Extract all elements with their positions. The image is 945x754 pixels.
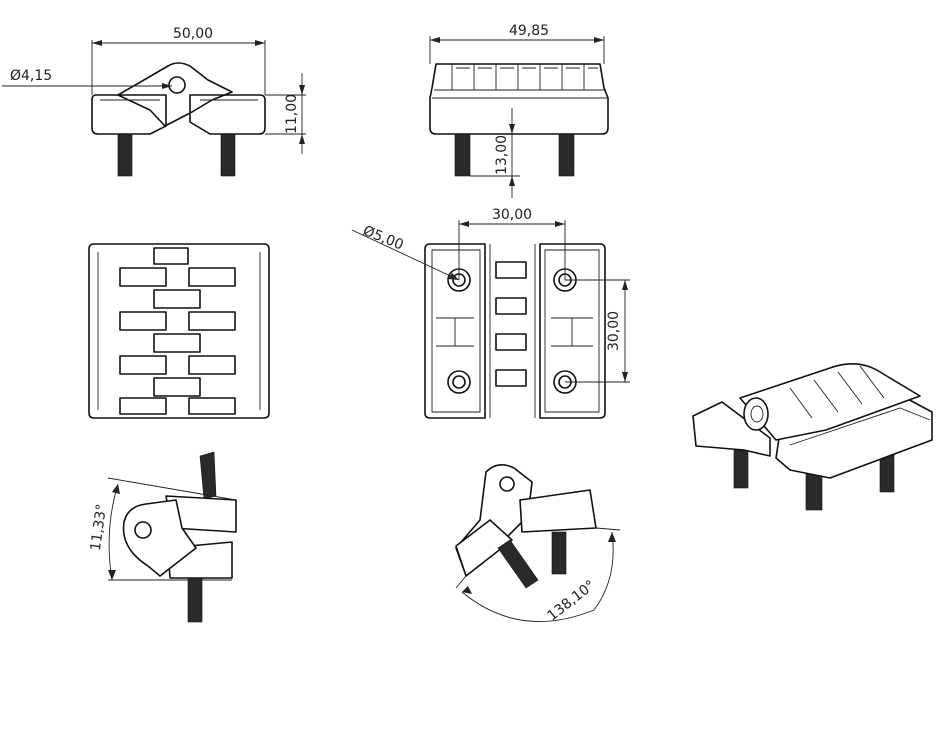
dim-pin-diameter: Ø4,15 — [10, 68, 52, 84]
top-knuckles — [495, 261, 527, 387]
dim-hole-diameter: Ø5,00 — [361, 223, 406, 254]
front-view: 50,00 Ø4,15 11,00 — [2, 26, 306, 177]
knuckle-teeth — [119, 247, 236, 415]
dim-min-angle: 11,33° — [88, 503, 110, 552]
dim-front-height: 11,00 — [284, 94, 300, 134]
side-view: 49,85 13,00 — [429, 23, 609, 198]
dim-hole-spacing-x: 30,00 — [492, 207, 532, 223]
dim-front-width: 50,00 — [173, 26, 213, 42]
bottom-view — [88, 243, 270, 419]
dim-hole-spacing-y: 30,00 — [606, 311, 622, 351]
closed-angle-view: 11,33° — [88, 451, 237, 623]
open-angle-view: 138,10° — [455, 464, 621, 624]
dim-screw-length: 13,00 — [494, 135, 510, 175]
isometric-view — [692, 363, 933, 511]
top-view: 30,00 Ø5,00 30,00 — [351, 207, 630, 419]
side-ribs — [451, 64, 598, 90]
dim-side-width: 49,85 — [509, 23, 549, 39]
